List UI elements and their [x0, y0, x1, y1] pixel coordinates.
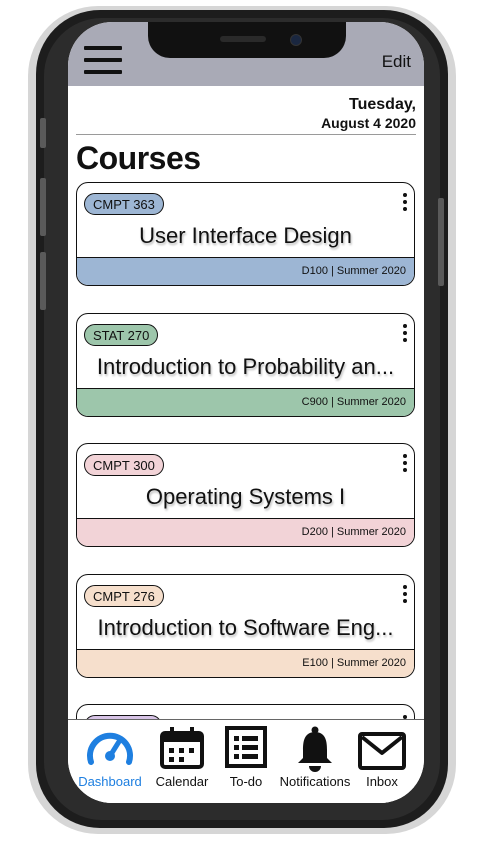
more-options-icon[interactable] [402, 454, 408, 474]
course-card[interactable]: STAT 270 Introduction to Probability an.… [76, 313, 415, 417]
course-code-badge: STAT 270 [84, 324, 159, 346]
nav-label: To-do [229, 774, 263, 789]
course-title: Introduction to Probability an... [96, 354, 395, 379]
more-options-icon[interactable] [402, 324, 408, 344]
nav-calendar[interactable]: Calendar [150, 720, 214, 803]
more-options-icon[interactable] [402, 193, 408, 213]
hamburger-menu-icon[interactable] [84, 46, 122, 74]
nav-todo[interactable]: To-do [216, 720, 276, 803]
course-card[interactable]: CMPT 300 Operating Systems I D200 | Summ… [76, 443, 415, 547]
page-title: Courses [76, 140, 201, 176]
volume-up-button [40, 178, 46, 236]
course-code-badge: CMPT 300 [84, 454, 164, 476]
nav-label: Dashboard [78, 774, 142, 789]
course-title: Introduction to Software Eng... [97, 615, 394, 640]
app-screen: Edit Tuesday, August 4 2020 Courses CMPT… [68, 22, 424, 803]
bottom-navigation: Dashboard Calendar [68, 719, 424, 803]
front-camera [290, 34, 302, 46]
date-day: Tuesday, [349, 96, 416, 113]
nav-label: Inbox [366, 774, 398, 789]
nav-label: Notifications [279, 774, 351, 789]
divider [76, 134, 416, 135]
course-section-term: D100 | Summer 2020 [77, 257, 414, 285]
current-date: Tuesday, August 4 2020 [321, 95, 416, 133]
course-card[interactable]: CMPT 276 Introduction to Software Eng...… [76, 574, 415, 678]
course-title: User Interface Design [139, 223, 352, 248]
volume-down-button [40, 252, 46, 310]
course-code-badge: CMPT 276 [84, 585, 164, 607]
speedometer-icon [85, 726, 135, 773]
course-card[interactable]: CMPT 363 User Interface Design D100 | Su… [76, 182, 415, 286]
nav-notifications[interactable]: Notifications [274, 720, 356, 803]
edit-button[interactable]: Edit [381, 52, 411, 71]
power-button [438, 198, 444, 286]
nav-inbox[interactable]: Inbox [354, 720, 410, 803]
course-section-term: C900 | Summer 2020 [77, 388, 414, 416]
date-full: August 4 2020 [321, 115, 416, 131]
calendar-icon [159, 726, 205, 775]
nav-label: Calendar [155, 774, 209, 789]
nav-dashboard[interactable]: Dashboard [72, 720, 148, 803]
more-options-icon[interactable] [402, 585, 408, 605]
mute-switch [40, 118, 46, 148]
speaker-grille [220, 36, 266, 42]
course-code-badge: CMPT 363 [84, 193, 164, 215]
envelope-icon [358, 732, 406, 775]
bell-icon [295, 726, 335, 777]
course-section-term: D200 | Summer 2020 [77, 518, 414, 546]
course-title: Operating Systems I [145, 484, 346, 509]
checklist-icon [225, 726, 267, 773]
course-section-term: E100 | Summer 2020 [77, 649, 414, 677]
phone-notch [148, 22, 346, 58]
